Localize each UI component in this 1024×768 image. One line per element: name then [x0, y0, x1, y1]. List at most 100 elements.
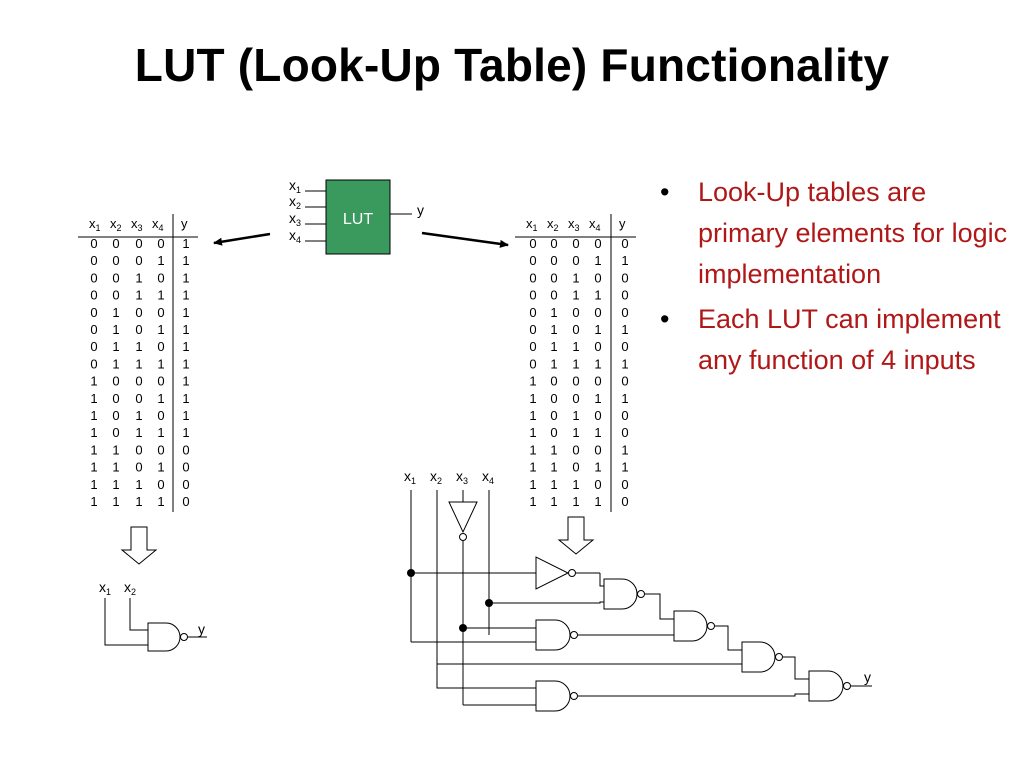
lut-input-label-4: x4: [289, 227, 301, 245]
wire-nand-c-out: [578, 693, 809, 697]
table-cell: 1: [135, 477, 142, 492]
lut-output-label: y: [417, 202, 424, 218]
table-cell: 0: [594, 477, 601, 492]
table-cell: 1: [594, 425, 601, 440]
table-cell: 0: [529, 322, 536, 337]
table-cell: 1: [112, 305, 119, 320]
table-cell: 1: [112, 356, 119, 371]
table-cell: 0: [529, 305, 536, 320]
nand-gate-b: [535, 619, 571, 651]
table-cell-output: 1: [182, 305, 189, 320]
table-cell: 0: [135, 374, 142, 389]
table-cell: 0: [157, 408, 164, 423]
table-cell: 1: [529, 425, 536, 440]
lut-input-label-3: x3: [289, 210, 301, 228]
table-cell: 0: [112, 425, 119, 440]
table-cell: 1: [550, 322, 557, 337]
lut-input-label-2: x2: [289, 193, 301, 211]
nand-input-label-1: x1: [99, 579, 111, 597]
table-cell: 0: [594, 270, 601, 285]
table-cell: 0: [135, 305, 142, 320]
circuit-output-label: y: [864, 669, 871, 685]
table-cell: 0: [112, 408, 119, 423]
table-cell-output: 1: [182, 356, 189, 371]
table-cell: 0: [529, 236, 536, 251]
table-cell: 1: [112, 442, 119, 457]
table-cell: 0: [572, 374, 579, 389]
circuit-input-label-2: x2: [430, 468, 442, 486]
table-cell: 0: [550, 253, 557, 268]
nand-circuit: x1 x2 y: [99, 579, 207, 652]
table-cell: 1: [157, 425, 164, 440]
table-cell-output: 0: [621, 270, 628, 285]
table-cell: 1: [550, 305, 557, 320]
table-cell: 1: [135, 356, 142, 371]
bullet-item: •Each LUT can implement any function of …: [660, 299, 1020, 381]
header-cell: x2: [110, 216, 122, 233]
header-cell: x3: [131, 216, 143, 233]
table-cell: 1: [157, 322, 164, 337]
bullet-text: Look-Up tables are primary elements for …: [698, 177, 1008, 289]
nand-wire-x2: [129, 598, 148, 631]
bullet-list: • Look-Up tables are primary elements for…: [660, 172, 1020, 385]
nand-gate-c: [535, 680, 571, 712]
table-cell: 1: [90, 425, 97, 440]
table-cell-output: 0: [182, 494, 189, 509]
table-cell: 1: [550, 339, 557, 354]
table-cell: 1: [529, 374, 536, 389]
wire-nand-e-out: [783, 656, 809, 680]
table-cell: 0: [572, 322, 579, 337]
inverter-x1-bubble: [568, 569, 576, 577]
table-cell: 1: [572, 288, 579, 303]
header-cell: x2: [547, 216, 559, 233]
table-cell: 0: [157, 339, 164, 354]
table-cell: 0: [90, 236, 97, 251]
bullet-dot-icon: •: [660, 304, 670, 334]
table-cell: 1: [594, 253, 601, 268]
table-cell: 1: [529, 391, 536, 406]
table-cell: 1: [112, 494, 119, 509]
table-cell: 0: [90, 253, 97, 268]
table-cell: 0: [135, 391, 142, 406]
table-cell: 0: [529, 288, 536, 303]
nand-gate-b-bubble: [570, 631, 578, 639]
table-cell: 0: [572, 305, 579, 320]
table-cell: 1: [90, 408, 97, 423]
logic-circuit: x1 x2 x3 x4: [404, 468, 872, 712]
circuit-input-label-1: x1: [404, 468, 416, 486]
table-cell: 1: [550, 494, 557, 509]
table-cell: 0: [529, 253, 536, 268]
bullet-dot-icon: •: [660, 177, 670, 207]
table-cell: 1: [550, 477, 557, 492]
table-cell-output: 0: [621, 408, 628, 423]
table-cell: 1: [529, 442, 536, 457]
table-cell: 0: [529, 270, 536, 285]
table-cell: 1: [529, 408, 536, 423]
table-cell: 1: [572, 477, 579, 492]
table-cell: 0: [157, 442, 164, 457]
wire-x2-to-nand-c-lower: [436, 664, 536, 689]
table-cell: 0: [157, 477, 164, 492]
bullet-item: • Look-Up tables are primary elements for…: [660, 172, 1020, 295]
nand-input-label-2: x2: [124, 579, 136, 597]
table-cell-output: 1: [182, 253, 189, 268]
table-cell: 0: [572, 253, 579, 268]
table-cell: 0: [90, 356, 97, 371]
table-cell: 0: [90, 339, 97, 354]
table-cell: 0: [112, 253, 119, 268]
nand-gate-final: [808, 670, 844, 702]
table-cell: 0: [572, 391, 579, 406]
table-cell: 1: [112, 477, 119, 492]
header-cell: x4: [152, 216, 164, 233]
table-cell: 1: [550, 356, 557, 371]
table-cell: 1: [157, 460, 164, 475]
nand-gate-d: [673, 610, 708, 642]
header-cell: x1: [526, 216, 538, 233]
header-cell-y: y: [619, 216, 626, 231]
table-cell: 1: [157, 288, 164, 303]
table-cell: 0: [550, 270, 557, 285]
table-cell: 1: [572, 339, 579, 354]
arrow-to-left-table: [213, 232, 271, 246]
table-cell: 0: [594, 408, 601, 423]
